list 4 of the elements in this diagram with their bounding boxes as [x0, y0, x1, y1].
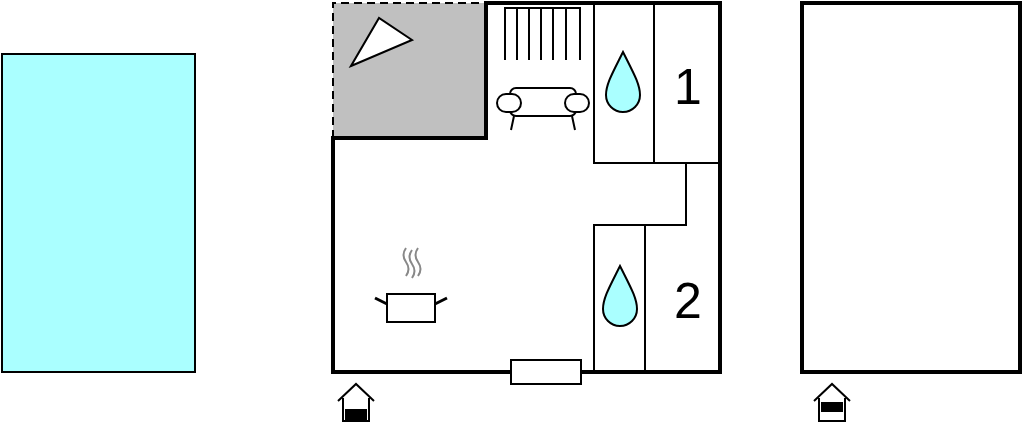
room-number: 2: [674, 276, 702, 326]
outbuilding: [800, 1, 1022, 374]
room-number: 1: [674, 62, 702, 112]
pool: [1, 53, 196, 373]
